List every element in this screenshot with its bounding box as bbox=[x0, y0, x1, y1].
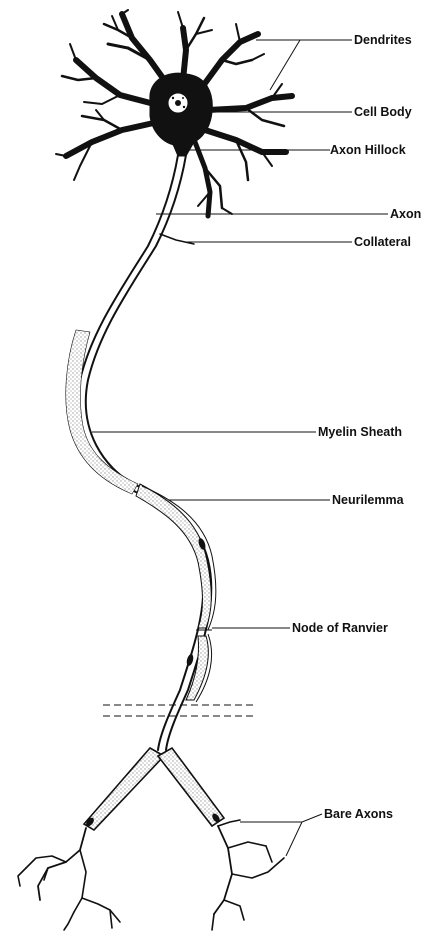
label-bare-axons: Bare Axons bbox=[324, 807, 393, 821]
terminal-branches bbox=[84, 748, 224, 830]
label-cell-body: Cell Body bbox=[354, 105, 412, 119]
leader-lines bbox=[92, 40, 388, 856]
label-myelin-sheath: Myelin Sheath bbox=[318, 425, 402, 439]
nucleus bbox=[169, 94, 187, 112]
label-collateral: Collateral bbox=[354, 235, 411, 249]
label-node-of-ranvier: Node of Ranvier bbox=[292, 621, 388, 635]
bare-axons bbox=[18, 820, 284, 930]
label-dendrites: Dendrites bbox=[354, 33, 412, 47]
label-neurilemma: Neurilemma bbox=[332, 493, 405, 507]
labels: Dendrites Cell Body Axon Hillock Axon Co… bbox=[292, 33, 421, 821]
cell-body bbox=[150, 73, 212, 146]
schwann-nucleus bbox=[186, 653, 195, 666]
label-axon: Axon bbox=[390, 207, 421, 221]
axon-hillock bbox=[172, 142, 194, 156]
label-axon-hillock: Axon Hillock bbox=[330, 143, 406, 157]
